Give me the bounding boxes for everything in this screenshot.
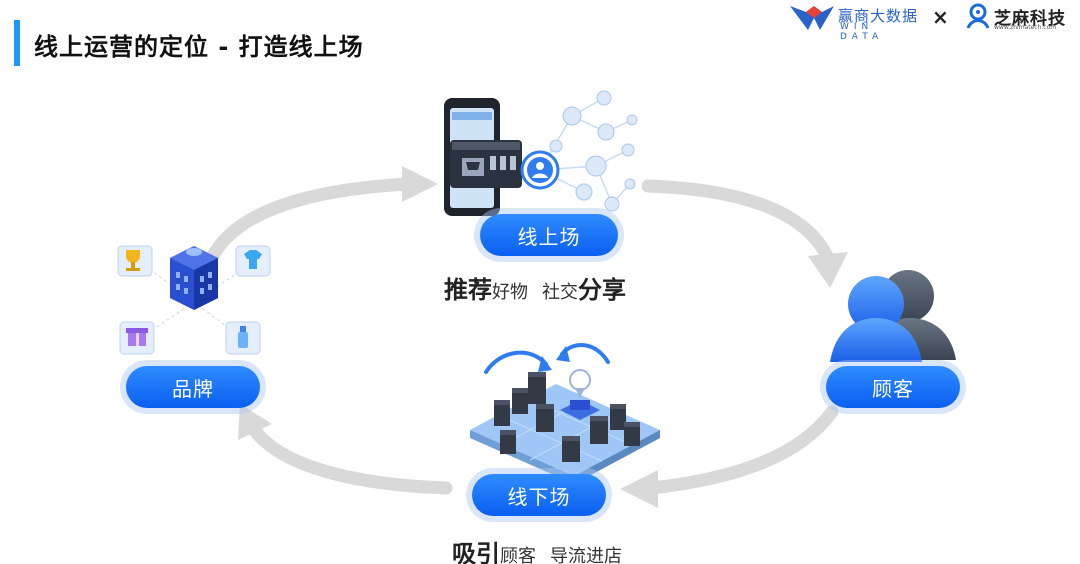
arrow-brand-to-online	[203, 166, 438, 269]
node-brand-pill: 品牌	[126, 366, 260, 408]
online-caption-recommend: 推荐	[444, 276, 492, 304]
social-network-icon	[520, 90, 638, 212]
node-offline-pill: 线下场	[472, 474, 606, 516]
win-data-logo-cn: 赢商大数据	[838, 7, 919, 25]
online-caption-share: 分享	[578, 276, 626, 304]
arrow-online-to-customer	[641, 179, 848, 288]
brand-building-icon	[139, 246, 255, 335]
online-caption-social: 社交	[542, 282, 578, 303]
brand-tshirt-tile-icon	[235, 245, 271, 277]
brand-trophy-tile-icon	[117, 245, 153, 277]
node-online-pill: 线上场	[480, 214, 618, 256]
arrow-offline-to-brand	[238, 404, 453, 495]
zhima-logo-en: www.zhimatech.com	[994, 24, 1057, 31]
online-caption-goods: 好物	[492, 282, 528, 303]
title-accent-bar	[14, 20, 20, 66]
page-title: 线上运营的定位 - 打造线上场	[34, 33, 364, 61]
arrow-customer-to-offline	[620, 405, 839, 508]
customer-people-icon	[830, 270, 956, 362]
brand-gift-tile-icon	[119, 321, 155, 355]
offline-caption-drive-traffic: 导流进店	[550, 546, 622, 564]
zhima-logo-icon	[966, 3, 990, 29]
win-data-logo-en: WIN DATA	[840, 22, 884, 42]
node-customer-pill: 顾客	[826, 366, 960, 408]
brand-bottle-tile-icon	[225, 321, 261, 355]
offline-caption: 吸引 顾客 导流进店	[452, 534, 622, 564]
win-data-logo-icon	[790, 6, 834, 30]
online-caption: 推荐 好物 社交 分享	[444, 270, 626, 305]
online-shop-phone-icon	[444, 98, 522, 216]
offline-stores-icon	[470, 343, 660, 484]
win-data-logo: 赢商大数据 WIN DATA	[788, 2, 919, 42]
offline-caption-customers: 顾客	[500, 546, 536, 564]
offline-caption-attract: 吸引	[452, 540, 500, 564]
logo-separator: ×	[932, 5, 949, 29]
zhima-logo: 芝麻科技 www.zhimatech.com	[964, 2, 1076, 34]
zhima-logo-cn: 芝麻科技	[994, 9, 1066, 29]
